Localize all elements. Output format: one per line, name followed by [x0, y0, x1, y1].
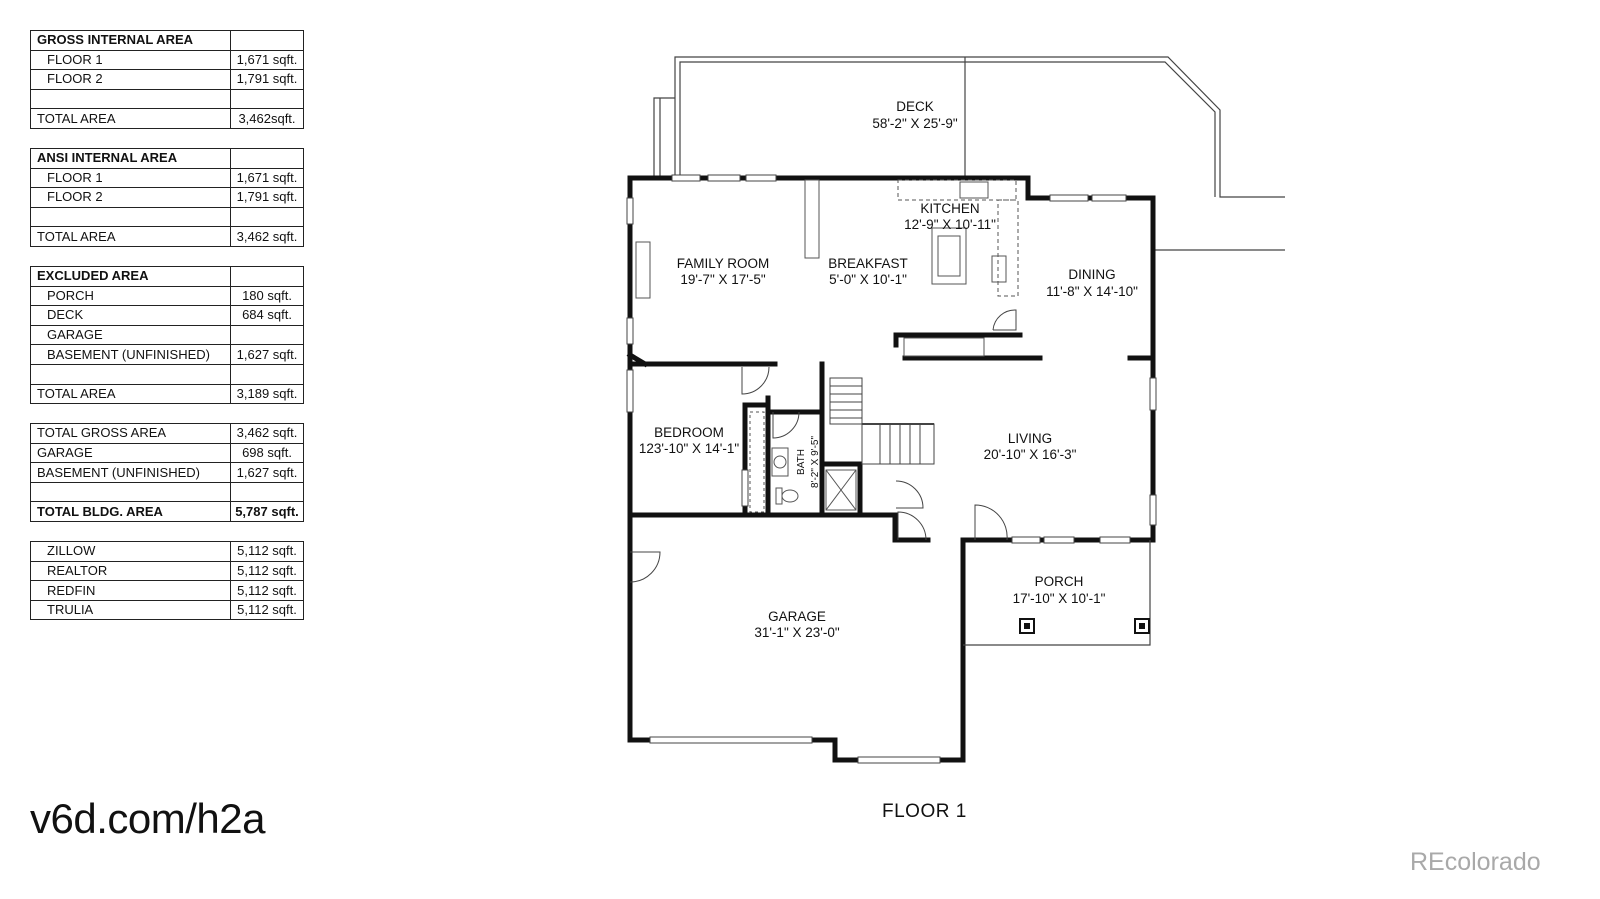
windows — [626, 174, 1157, 544]
table-title: ANSI INTERNAL AREA — [30, 147, 231, 169]
deck-size: 58'-2" X 25'-9" — [872, 116, 957, 131]
garage-size: 31'-1" X 23'-0" — [754, 625, 839, 640]
floor-title: FLOOR 1 — [882, 801, 967, 822]
table-row: GARAGE — [30, 324, 304, 346]
family-room-label: FAMILY ROOM — [677, 256, 770, 271]
kitchen-fixtures — [635, 179, 1019, 357]
living-label: LIVING — [1008, 431, 1052, 446]
bedroom-label: BEDROOM — [654, 425, 724, 440]
garage-doors — [649, 736, 941, 764]
brand-logo: REcolorado — [1410, 848, 1541, 876]
deck-outline — [653, 56, 1285, 251]
porch-outline — [963, 540, 1151, 646]
table-row: BASEMENT (UNFINISHED)1,627 sqft. — [30, 344, 304, 365]
bath-size: 8'-2" X 9'-5" — [810, 436, 821, 489]
bedroom-size: 123'-10" X 14'-1" — [639, 441, 740, 456]
living-size: 20'-10" X 16'-3" — [984, 447, 1077, 462]
garage-label: GARAGE — [768, 609, 826, 624]
family-room-size: 19'-7" X 17'-5" — [680, 272, 765, 287]
bath-label: BATH — [796, 449, 807, 475]
deck-label: DECK — [896, 99, 934, 114]
breakfast-size: 5'-0" X 10'-1" — [829, 272, 907, 287]
porch-size: 17'-10" X 10'-1" — [1013, 591, 1106, 606]
porch-label: PORCH — [1035, 574, 1084, 589]
kitchen-label: KITCHEN — [920, 201, 979, 216]
site-link[interactable]: v6d.com/h2a — [30, 795, 265, 842]
dining-size: 11'-8" X 14'-10" — [1046, 284, 1138, 299]
stairs — [829, 377, 935, 465]
breakfast-label: BREAKFAST — [828, 256, 908, 271]
bath-fixtures — [749, 411, 857, 513]
kitchen-size: 12'-9" X 10'-11" — [904, 217, 996, 232]
dining-label: DINING — [1068, 267, 1115, 282]
room-labels: DECK 58'-2" X 25'-9" KITCHEN 12'-9" X 10… — [639, 99, 1138, 640]
table-row-empty — [30, 363, 304, 385]
door-swings — [629, 309, 1017, 583]
